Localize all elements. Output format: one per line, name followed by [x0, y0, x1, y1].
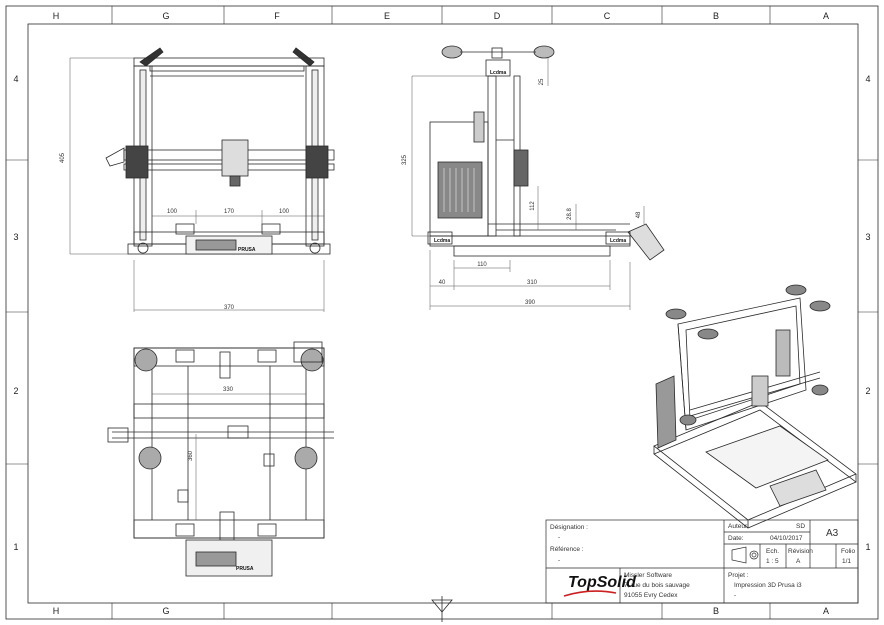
dim-side-310: 310 — [527, 280, 538, 286]
designation-value: - — [558, 534, 561, 541]
reference-label: Référence : — [550, 546, 584, 553]
zone-number-left: 3 — [13, 232, 18, 242]
side-lcdma-label: Lcdma — [434, 238, 450, 244]
revision-label: Révision — [788, 548, 813, 555]
dim-side-390: 390 — [525, 300, 536, 306]
dim-front-height: 405 — [60, 152, 66, 163]
zone-number-right: 1 — [865, 542, 870, 552]
front-dimensions — [69, 57, 325, 312]
zone-letter-top: F — [274, 11, 280, 21]
project-value: Impression 3D Prusa i3 — [734, 582, 802, 589]
dim-front-width: 370 — [224, 305, 235, 311]
side-lcdma-label: Lcdma — [490, 70, 506, 76]
topsolid-logo-swoosh — [563, 590, 617, 597]
isometric-view — [653, 284, 857, 529]
reference-value: - — [558, 557, 561, 564]
side-dimensions — [411, 58, 645, 310]
inner-frame — [27, 23, 859, 604]
scale-label: Ech. — [766, 548, 780, 555]
side-view — [427, 45, 665, 261]
zone-number-right: 3 — [865, 232, 870, 242]
company-line3: 91055 Evry Cedex — [624, 592, 678, 599]
zone-number-right: 2 — [865, 386, 870, 396]
zone-letter-top: C — [604, 11, 611, 21]
zone-letter-top: E — [384, 11, 390, 21]
topsolid-logo: TopSolid — [568, 574, 636, 591]
folio-value: 1/1 — [842, 558, 852, 565]
zone-number-left: 4 — [13, 74, 18, 84]
zone-letter-bottom: H — [53, 606, 60, 616]
side-lcdma-label: Lcdma — [610, 238, 626, 244]
dim-side-height: 325 — [402, 154, 408, 165]
author-label: Auteur: — [728, 523, 749, 530]
zone-ticks — [6, 6, 878, 619]
zone-letter-bottom: B — [713, 606, 719, 616]
dim-front-left-span: 100 — [167, 209, 178, 215]
company-line2: 7, rue du bois sauvage — [624, 582, 690, 589]
scale-value: 1 : 5 — [766, 558, 779, 565]
top-view — [107, 341, 334, 577]
revision-value: A — [796, 558, 801, 565]
date-value: 04/10/2017 — [770, 535, 803, 542]
zone-number-left: 2 — [13, 386, 18, 396]
zone-letter-bottom: A — [823, 606, 829, 616]
zone-letter-top: A — [823, 11, 829, 21]
top-dimensions — [152, 393, 306, 520]
zone-letter-top: G — [162, 11, 169, 21]
project-label: Projet : — [728, 572, 749, 579]
zone-number-left: 1 — [13, 542, 18, 552]
top-prusa-label: PRUSA — [236, 566, 254, 572]
zone-letter-top: H — [53, 11, 60, 21]
dim-top-330: 330 — [223, 387, 234, 393]
dim-top-360: 360 — [188, 450, 194, 461]
front-prusa-label: PRUSA — [238, 247, 256, 253]
designation-label: Désignation : — [550, 524, 588, 531]
author-value: SD — [796, 523, 806, 530]
front-view — [105, 47, 335, 255]
project-extra: - — [734, 592, 737, 599]
sheet-format: A3 — [826, 528, 839, 539]
dim-side-112: 112 — [530, 201, 536, 211]
date-label: Date: — [728, 535, 744, 542]
dim-front-right-span: 100 — [279, 209, 290, 215]
dim-side-288: 28.8 — [567, 208, 573, 220]
zone-letter-top: D — [494, 11, 501, 21]
dim-side-top: 25 — [539, 78, 545, 85]
dim-side-40: 40 — [439, 280, 446, 286]
folio-label: Folio — [841, 548, 856, 555]
zone-letter-bottom: G — [162, 606, 169, 616]
company-line1: Missler Software — [624, 572, 673, 579]
zone-number-right: 4 — [865, 74, 870, 84]
dim-front-mid-span: 170 — [224, 209, 235, 215]
zone-letter-top: B — [713, 11, 719, 21]
centering-marker — [431, 596, 453, 622]
title-block — [545, 519, 859, 604]
dim-side-48: 48 — [636, 211, 642, 218]
dim-side-110: 110 — [477, 262, 487, 268]
